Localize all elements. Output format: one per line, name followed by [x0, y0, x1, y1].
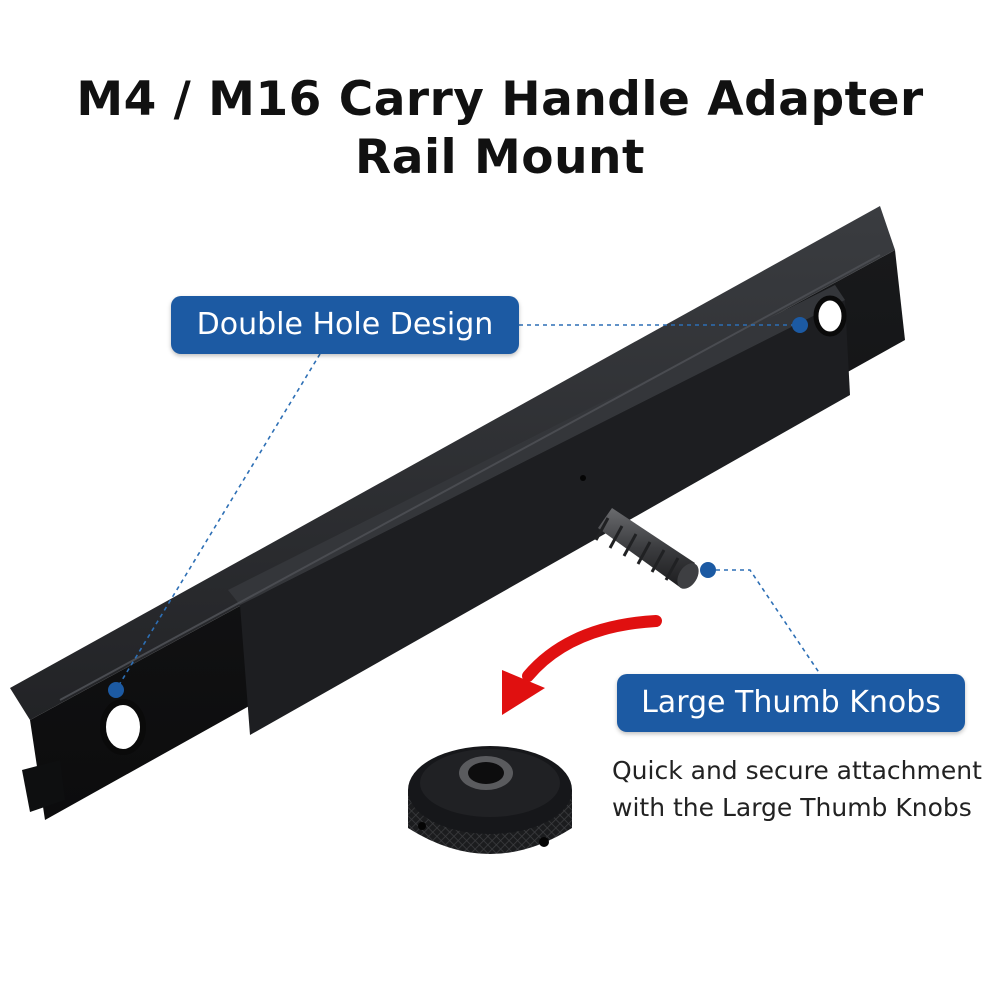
product-title-line-2: Rail Mount [355, 130, 645, 185]
rail-mount [10, 206, 905, 820]
callout-leaders [115, 324, 821, 691]
product-title-line-1: M4 / M16 Carry Handle Adapter [76, 72, 924, 127]
threaded-screw [594, 508, 699, 589]
callout-dot-rear [792, 317, 808, 333]
double-hole-callout: Double Hole Design [171, 296, 519, 354]
hole-rear [813, 295, 847, 337]
callout-dot-screw [700, 562, 716, 578]
callout-dot-front [108, 682, 124, 698]
description-line-2: with the Large Thumb Knobs [612, 793, 972, 822]
hole-front [100, 699, 146, 755]
small-hole [580, 475, 586, 481]
thumb-knobs-callout: Large Thumb Knobs [617, 674, 965, 732]
curved-arrow-icon [502, 615, 662, 715]
description-line-1: Quick and secure attachment [612, 756, 982, 785]
thumb-knob [408, 746, 572, 854]
